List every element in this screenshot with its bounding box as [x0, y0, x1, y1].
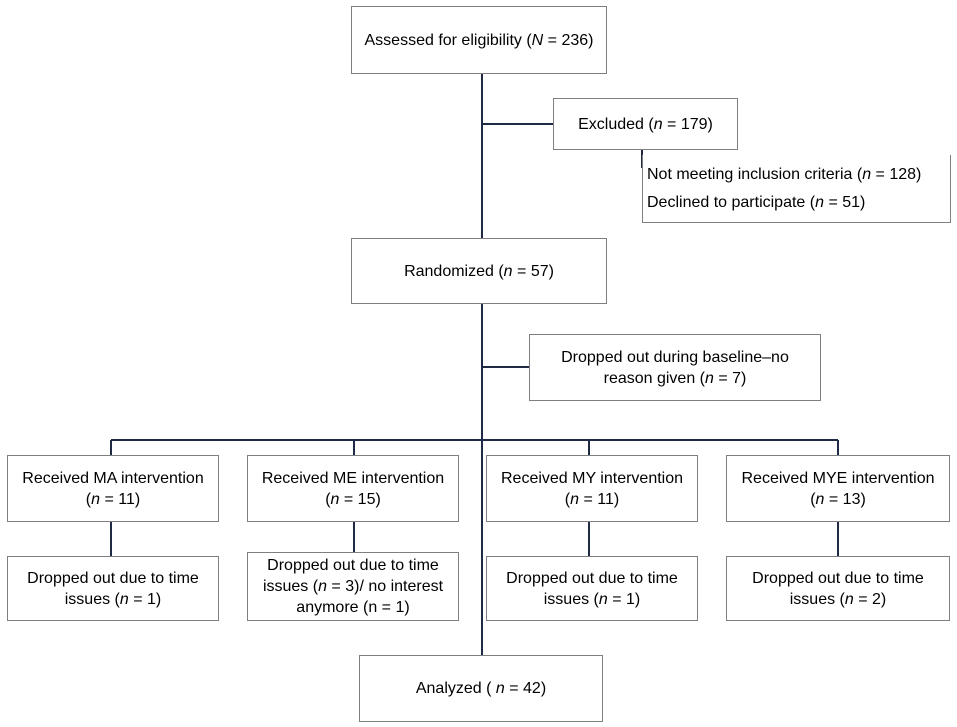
exclusion-reason-declined: Declined to participate (n = 51) [647, 193, 866, 211]
analyzed-box: Analyzed ( n = 42) [359, 655, 603, 722]
arm-me-box: Received ME intervention (n = 15) [247, 455, 459, 522]
randomized-box: Randomized (n = 57) [351, 238, 607, 304]
arm-ma-box: Received MA intervention (n = 11) [7, 455, 219, 522]
exclusion-reasons-box: Not meeting inclusion criteria (n = 128)… [642, 155, 951, 223]
excluded-box: Excluded (n = 179) [553, 98, 738, 150]
assessed-box: Assessed for eligibility (N = 236) [351, 6, 607, 74]
dropout-me-box: Dropped out due to time issues (n = 3)/ … [247, 552, 459, 621]
arm-my-box: Received MY intervention (n = 11) [486, 455, 698, 522]
baseline-dropout-box: Dropped out during baseline–no reason gi… [529, 334, 821, 401]
dropout-mye-box: Dropped out due to time issues (n = 2) [726, 556, 950, 621]
arm-mye-box: Received MYE intervention (n = 13) [726, 455, 950, 522]
exclusion-reason-criteria: Not meeting inclusion criteria (n = 128) [647, 165, 922, 183]
dropout-ma-box: Dropped out due to time issues (n = 1) [7, 556, 219, 621]
dropout-my-box: Dropped out due to time issues (n = 1) [486, 556, 698, 621]
